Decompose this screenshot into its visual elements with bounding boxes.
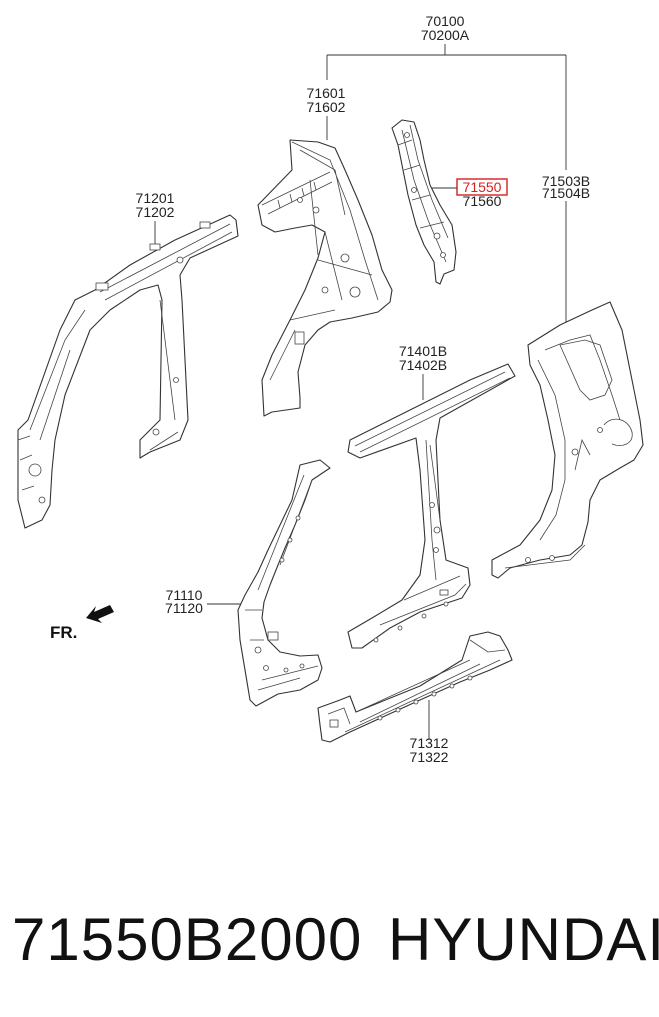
highlight-box: [456, 178, 508, 196]
callout-71201-line2: 71202: [136, 204, 175, 220]
callout-70100[interactable]: 70100 70200A: [421, 13, 470, 43]
callout-71601[interactable]: 71601 71602: [307, 85, 346, 115]
caption: 71550B2000 HYUNDAI: [0, 895, 659, 985]
front-pillar-outer-part[interactable]: [237, 459, 331, 707]
callout-71550-line1: 71550: [463, 179, 502, 195]
callout-71201[interactable]: 71201 71202: [136, 190, 175, 220]
callout-71550[interactable]: 71550 71560: [456, 178, 508, 209]
callout-71312-line1: 71312: [410, 735, 449, 751]
front-pillar-inner-part[interactable]: [17, 214, 239, 529]
callout-71503[interactable]: 71503B 71504B: [542, 173, 590, 201]
callout-71312-line2: 71322: [410, 749, 449, 765]
callout-71503-line1: 71503B: [542, 173, 590, 189]
callout-70100-line2: 70200A: [421, 27, 470, 43]
callout-71110[interactable]: 71110 71120: [165, 587, 203, 616]
front-arrow-icon: [86, 605, 114, 623]
front-label: FR.: [50, 623, 77, 642]
callout-71401-line1: 71401B: [399, 343, 447, 359]
quarter-inner-reinforcement-part[interactable]: [391, 119, 457, 285]
brand-text: HYUNDAI: [388, 906, 659, 973]
callout-71601-line2: 71602: [307, 99, 346, 115]
side-sill-part[interactable]: [317, 631, 513, 743]
callout-71312[interactable]: 71312 71322: [410, 735, 449, 765]
leader-lines: [154, 44, 567, 740]
callout-71201-line1: 71201: [136, 190, 175, 206]
center-pillar-part[interactable]: [347, 363, 516, 649]
quarter-outer-panel-part[interactable]: [491, 301, 644, 579]
parts-diagram: 70100 70200A 71601 71602 71550 71560 712…: [17, 13, 644, 765]
callout-71110-line1: 71110: [166, 587, 203, 603]
callout-71503-line2: 71504B: [542, 185, 590, 201]
callout-71401[interactable]: 71401B 71402B: [399, 343, 447, 373]
front-direction-marker: FR.: [50, 605, 114, 642]
callout-71550-line2: 71560: [463, 193, 502, 209]
callout-70100-line1: 70100: [426, 13, 465, 29]
callout-71401-line2: 71402B: [399, 357, 447, 373]
quarter-inner-part[interactable]: [257, 139, 393, 417]
callout-71110-line2: 71120: [165, 600, 203, 616]
callout-71601-line1: 71601: [307, 85, 346, 101]
part-number-text: 71550B2000: [12, 906, 363, 973]
